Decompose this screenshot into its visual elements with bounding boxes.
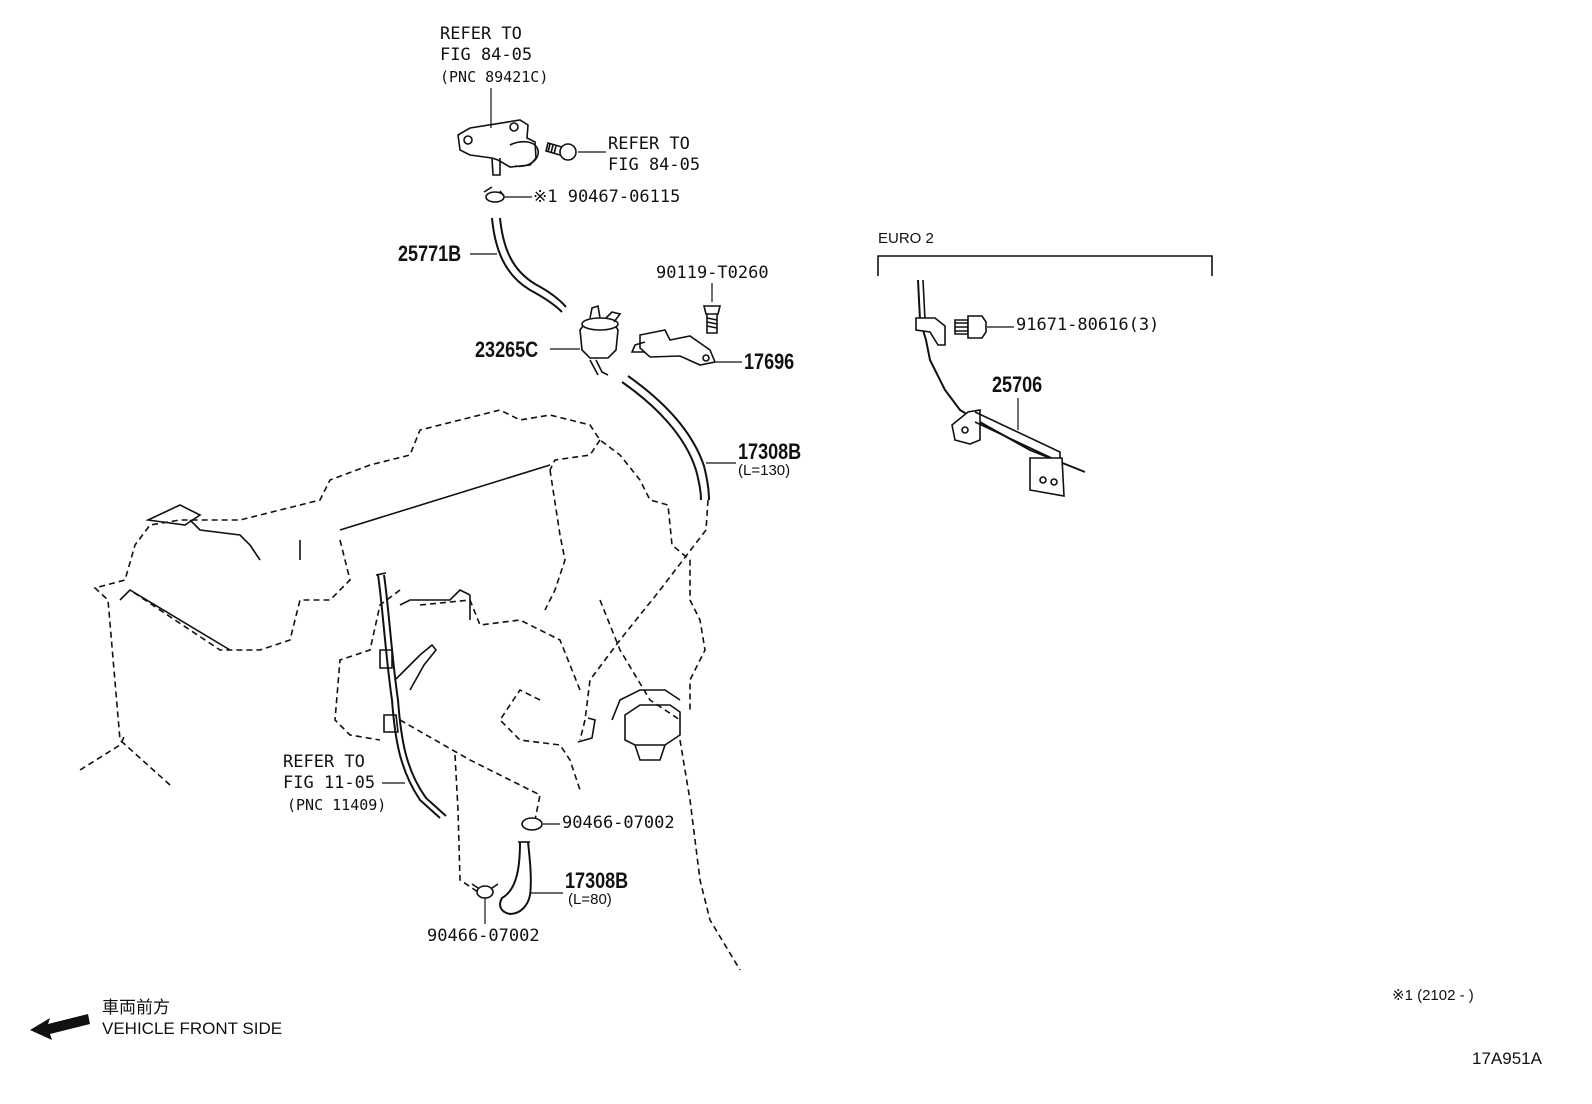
- refer-top-line1: REFER TO: [440, 24, 522, 44]
- part-17696: 17696: [744, 349, 795, 374]
- clip-90467-06115: [483, 186, 532, 203]
- euro2-bracket: [877, 255, 1213, 276]
- engine-outline: [79, 409, 741, 971]
- oil-filter-housing: [611, 689, 681, 761]
- part-25706: 25706: [992, 372, 1043, 397]
- refer-top-line2: FIG 84-05: [440, 45, 533, 65]
- clip-90466-07002-a: [521, 817, 560, 831]
- footnote: ※1 (2102 - ): [1392, 987, 1474, 1004]
- refer-sensor-line2: FIG 84-05: [608, 155, 701, 175]
- bolt-90119-T0260: [702, 283, 722, 334]
- front-side-jp: 車両前方: [102, 998, 170, 1017]
- part-17308B-lower-length: (L=80): [568, 891, 612, 908]
- part-25771B: 25771B: [398, 241, 462, 266]
- vehicle-front-arrow-icon: [30, 1014, 90, 1040]
- refer-dipstick-line2: FIG 11-05: [283, 773, 376, 793]
- diagram-id: 17A951A: [1472, 1049, 1542, 1068]
- part-17308B-upper-length: (L=130): [738, 462, 791, 479]
- rod-25706: [915, 279, 1086, 497]
- part-23265C: 23265C: [475, 337, 539, 362]
- front-side-en: VEHICLE FRONT SIDE: [102, 1019, 283, 1038]
- refer-dipstick-line3: (PNC 11409): [287, 796, 387, 814]
- hose-17308B-lower: [499, 841, 563, 916]
- part-90467-06115: ※1 90467-06115: [533, 187, 681, 207]
- sensor-bolt: [545, 142, 577, 161]
- hose-25771B: [470, 217, 567, 313]
- refer-sensor-line1: REFER TO: [608, 134, 690, 154]
- valve-23265C: [550, 304, 622, 376]
- bracket-17696: [630, 329, 742, 366]
- refer-top-line3: (PNC 89421C): [440, 68, 549, 86]
- part-90466-07002-b: 90466-07002: [427, 926, 540, 946]
- dipstick-guide: [375, 572, 447, 819]
- part-17308B-upper: 17308B: [738, 439, 802, 464]
- refer-dipstick-line1: REFER TO: [283, 752, 365, 772]
- hose-17308B-upper: [621, 375, 736, 501]
- part-90466-07002-a: 90466-07002: [562, 813, 675, 833]
- part-90119-T0260: 90119-T0260: [656, 263, 769, 283]
- hose-routing-lines: [399, 499, 709, 893]
- euro2-label: EURO 2: [878, 230, 934, 247]
- vacuum-sensor: [457, 119, 539, 176]
- part-91671-80616: 91671-80616(3): [1016, 315, 1160, 335]
- clip-90466-07002-b: [471, 883, 499, 924]
- part-17308B-lower: 17308B: [565, 868, 629, 893]
- bolt-91671-80616: [954, 315, 1014, 339]
